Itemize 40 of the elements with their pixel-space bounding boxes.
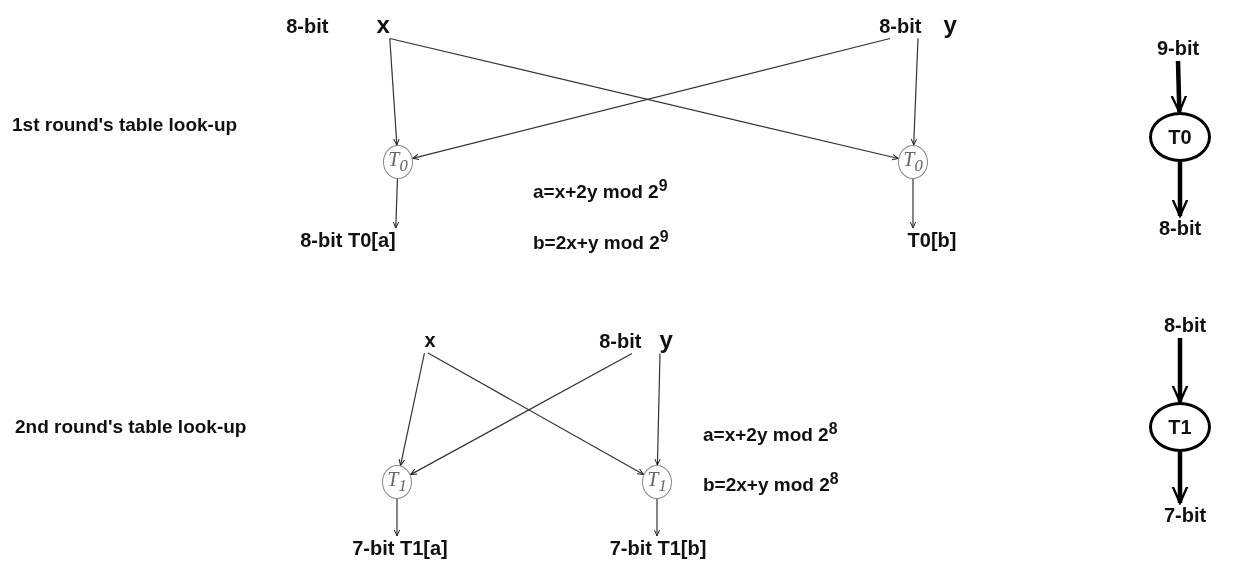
formula-text: a=x+2y mod 2$^{8}$ bbox=[703, 419, 838, 447]
table-label: T$_{1}$ bbox=[387, 468, 407, 496]
bit-width-label: 9-bit bbox=[1156, 37, 1200, 59]
arrow bbox=[910, 37, 919, 146]
table-circle bbox=[1149, 402, 1211, 452]
arrow bbox=[1171, 452, 1189, 505]
bit-width-label: x bbox=[424, 329, 436, 351]
bit-width-label: 8-bit T0[a] bbox=[300, 229, 396, 251]
table-label: T$_{0}$ bbox=[388, 148, 408, 176]
arrow bbox=[1170, 60, 1188, 114]
bit-width-label: 8-bit bbox=[1163, 314, 1207, 336]
arrow bbox=[654, 352, 661, 466]
bit-width-label: 7-bit T1[a] bbox=[352, 537, 448, 559]
table-label: T0 bbox=[1168, 125, 1192, 149]
variable-label: y bbox=[943, 13, 957, 36]
arrow bbox=[1171, 338, 1189, 404]
formula-text: a=x+2y mod 2$^{9}$ bbox=[533, 176, 668, 204]
bit-width-label: 8-bit bbox=[599, 329, 642, 352]
table-label: T$_{1}$ bbox=[647, 468, 667, 496]
bit-width-label: 8-bit bbox=[1158, 217, 1202, 239]
round-label: 2nd round's table look-up bbox=[15, 416, 247, 438]
round-label: 1st round's table look-up bbox=[12, 114, 238, 136]
bit-width-label: T0[b] bbox=[907, 229, 957, 251]
arrow bbox=[393, 498, 401, 537]
formula-text: b=2x+y mod 2$^{9}$ bbox=[533, 227, 669, 255]
arrow bbox=[389, 37, 400, 146]
arrow bbox=[1171, 162, 1189, 218]
table-label: T1 bbox=[1168, 415, 1192, 439]
arrow bbox=[653, 498, 661, 537]
bit-width-label: 7-bit T1[b] bbox=[609, 537, 707, 559]
variable-label: y bbox=[659, 328, 673, 351]
table-circle bbox=[1149, 112, 1211, 162]
arrow bbox=[392, 178, 400, 229]
table-label: T$_{0}$ bbox=[903, 148, 923, 176]
bit-width-label: 8-bit bbox=[286, 14, 329, 37]
arrow bbox=[909, 178, 917, 229]
bit-width-label: 8-bit bbox=[879, 14, 922, 37]
formula-text: b=2x+y mod 2$^{8}$ bbox=[703, 469, 839, 497]
bit-width-label: 7-bit bbox=[1163, 504, 1207, 526]
variable-label: x bbox=[376, 13, 390, 36]
